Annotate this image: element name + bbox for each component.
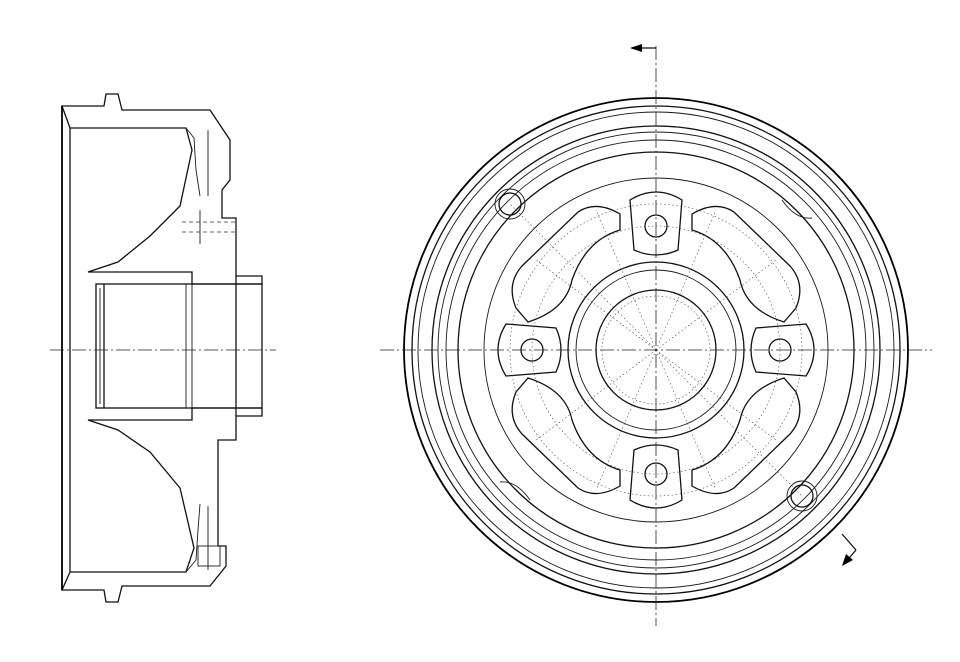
section-view: [50, 93, 276, 603]
section-bottom-half: [60, 407, 263, 603]
threaded-holes: [494, 188, 818, 512]
section-top-half: [61, 93, 263, 285]
stud-bosses: [497, 191, 815, 509]
spoke-windows: [511, 205, 801, 495]
construction-lines: [509, 203, 803, 497]
front-view: [380, 44, 932, 626]
section-arrow-top: [630, 44, 656, 52]
hub-bore: [95, 283, 263, 409]
section-arrow-bottom: [841, 533, 857, 566]
